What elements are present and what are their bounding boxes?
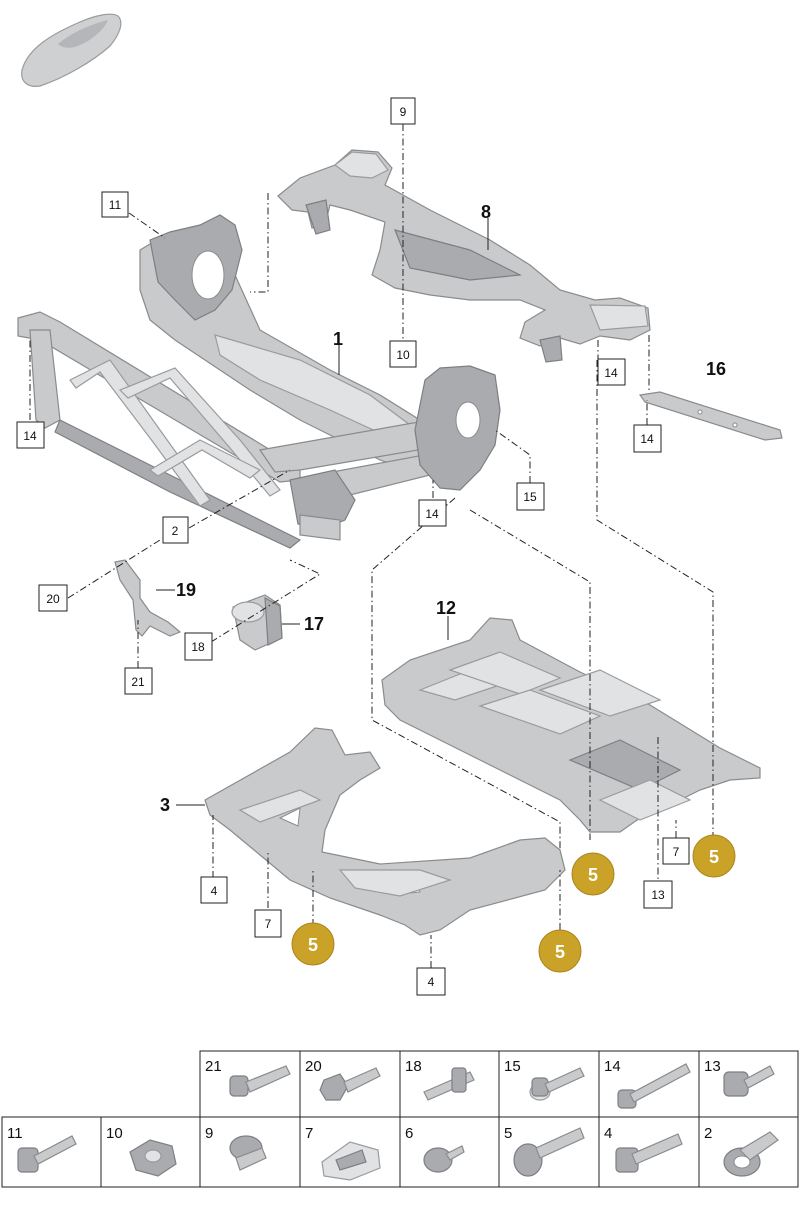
label-4-left: 4 [200,876,228,904]
svg-text:5: 5 [588,865,598,885]
bolt-icon-14 [617,1063,691,1109]
svg-text:15: 15 [523,490,537,504]
bolt-icon-20 [319,1067,381,1101]
svg-text:14: 14 [640,432,654,446]
bolt-icon-11 [17,1135,77,1173]
bold-part-numbers: 1 3 8 12 16 17 19 [160,202,726,815]
svg-text:4: 4 [428,975,435,989]
label-10: 10 [389,340,417,368]
label-7-right: 7 [662,837,690,865]
svg-text:4: 4 [211,884,218,898]
badge-5-right: 5 [692,834,736,878]
table-cell-14: 14 [604,1058,621,1075]
label-11: 11 [101,191,129,218]
bolt-icon-13 [723,1065,775,1097]
table-cell-9: 9 [205,1125,213,1142]
clip-icon-7 [321,1141,381,1181]
label-18: 18 [184,632,213,661]
table-cell-13: 13 [704,1058,721,1075]
crossmember-part-8 [277,149,651,363]
label-20: 20 [38,584,68,612]
part-number-1: 1 [333,329,343,349]
svg-text:14: 14 [23,429,37,443]
svg-text:5: 5 [555,942,565,962]
table-cell-6: 6 [405,1125,413,1142]
label-14-right: 14 [597,358,626,386]
boxed-labels: 9 10 11 14 14 14 14 15 2 20 18 21 4 4 7 … [16,97,690,996]
part-number-19: 19 [176,580,196,600]
part-number-16: 16 [706,359,726,379]
table-cell-21: 21 [205,1058,222,1075]
label-14-left: 14 [16,421,45,449]
bolt-icon-5 [513,1127,585,1177]
svg-text:20: 20 [46,592,60,606]
leader-lines [29,124,714,968]
svg-text:13: 13 [651,888,665,902]
label-14-center: 14 [418,499,447,527]
svg-text:5: 5 [308,935,318,955]
svg-text:14: 14 [425,507,439,521]
part-number-12: 12 [436,598,456,618]
svg-text:18: 18 [191,640,205,654]
table-cell-20: 20 [305,1058,322,1075]
label-15: 15 [516,482,545,511]
bushing-part-17 [231,594,283,651]
label-4-bottom: 4 [416,967,446,996]
bolt-icon-21 [229,1065,291,1097]
part-number-8: 8 [481,202,491,222]
bolt-icon-9 [229,1135,267,1171]
table-cell-5: 5 [504,1125,512,1142]
svg-text:5: 5 [709,847,719,867]
table-cell-11: 11 [7,1125,23,1142]
bracket-part-19 [114,559,182,637]
svg-text:10: 10 [396,348,410,362]
label-9: 9 [390,97,416,125]
label-21: 21 [124,667,153,695]
label-2: 2 [162,516,189,544]
table-cell-7: 7 [305,1125,313,1142]
svg-text:21: 21 [131,675,145,689]
badge-5-lower-right: 5 [538,929,582,973]
svg-text:7: 7 [673,845,680,859]
sleeve-icon-2 [723,1131,779,1177]
car-thumbnail-icon [21,13,122,87]
svg-text:9: 9 [400,105,407,119]
svg-text:7: 7 [265,917,272,931]
table-cell-4: 4 [604,1125,612,1142]
svg-text:11: 11 [109,198,122,212]
badge-5-middle: 5 [571,852,615,896]
svg-text:14: 14 [604,366,618,380]
nut-icon-10 [129,1139,177,1177]
label-13: 13 [643,880,673,909]
label-14-strip: 14 [633,424,662,453]
fastener-table: 21 20 18 15 14 13 11 10 9 7 6 5 4 2 [1,1050,799,1188]
table-cell-18: 18 [405,1058,422,1075]
table-cell-2: 2 [704,1125,712,1142]
badge-5-lower-left: 5 [291,922,335,966]
strip-part-16 [638,391,783,441]
nut-icon-6 [423,1145,465,1173]
bolt-icon-4 [615,1133,683,1173]
subframe-part-1 [17,214,501,549]
stud-icon-18 [423,1067,475,1101]
svg-text:2: 2 [172,524,179,538]
table-cell-15: 15 [504,1058,521,1075]
part-number-17: 17 [304,614,324,634]
badges-part-5: 5 5 5 5 [291,834,736,973]
shear-panel-part-3 [204,727,566,936]
shear-panel-part-12 [381,617,761,833]
bolt-icon-15 [529,1067,585,1101]
part-number-3: 3 [160,795,170,815]
table-cell-10: 10 [106,1125,123,1142]
label-7-lower: 7 [254,909,282,938]
